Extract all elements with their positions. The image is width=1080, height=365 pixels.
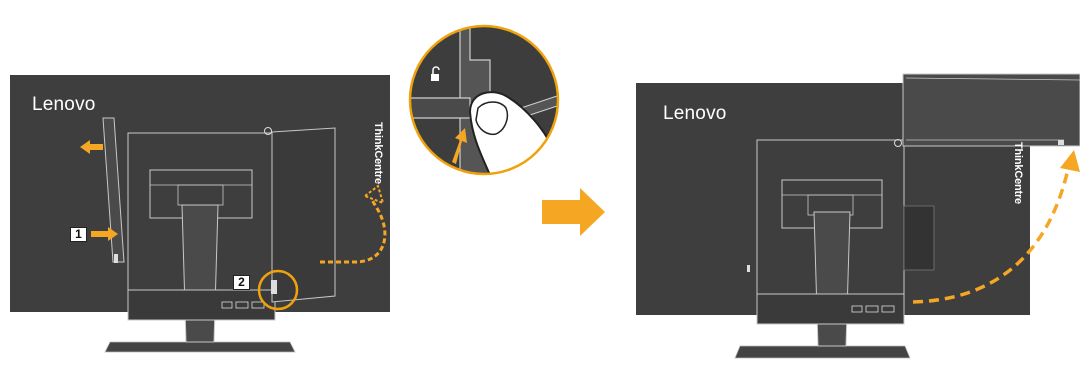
- transition-arrow-icon: [542, 188, 605, 236]
- left-stand-base: [105, 342, 295, 352]
- left-side-text: ThinkCentre: [372, 122, 384, 184]
- right-stand-neck: [814, 212, 850, 346]
- left-monitor: [10, 75, 390, 352]
- right-stand-base: [735, 346, 910, 358]
- right-side-text: ThinkCentre: [1012, 142, 1024, 204]
- right-brand-logo: Lenovo: [663, 103, 727, 125]
- left-stand-neck: [182, 205, 218, 342]
- step-1-label: 1: [70, 227, 87, 242]
- detail-magnifier: [410, 26, 560, 180]
- left-brand-logo: Lenovo: [32, 94, 96, 116]
- step-2-label: 2: [233, 275, 250, 290]
